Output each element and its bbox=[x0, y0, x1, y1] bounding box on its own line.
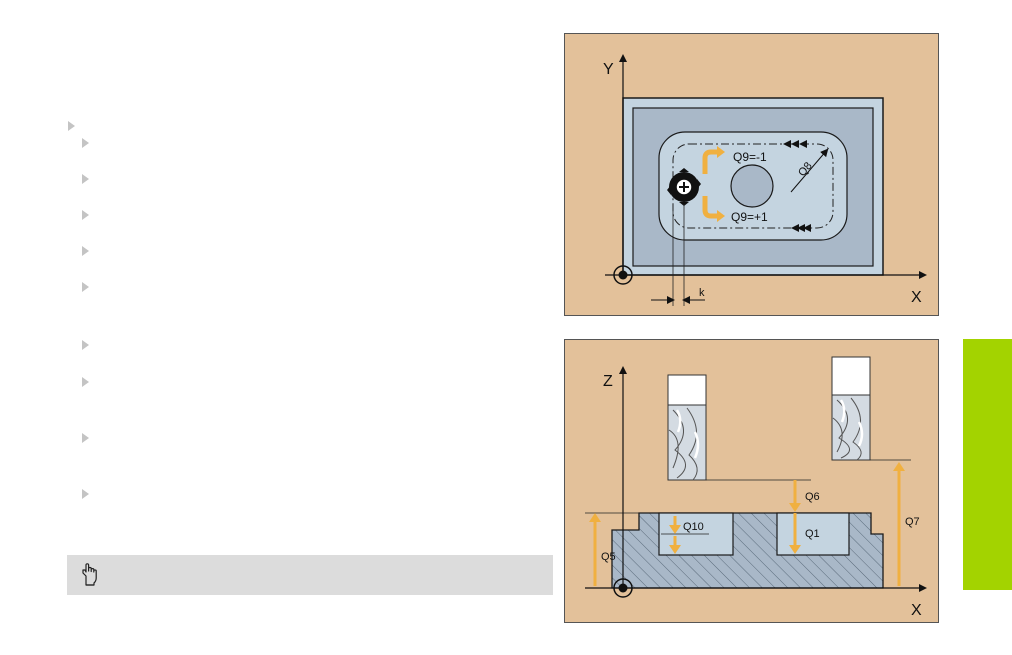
origin-symbol bbox=[613, 578, 633, 598]
pocket-right bbox=[776, 512, 850, 556]
axis-z-label: Z bbox=[603, 373, 613, 390]
k-label: k bbox=[699, 287, 705, 299]
axis-x-label: X bbox=[911, 289, 922, 306]
q5-label: Q5 bbox=[601, 551, 616, 563]
pointing-hand-icon bbox=[82, 563, 97, 586]
axis-y-label: Y bbox=[603, 61, 614, 78]
end-mill-right bbox=[831, 356, 871, 461]
toolpath-centerline bbox=[672, 143, 834, 229]
q6-label: Q6 bbox=[805, 491, 820, 503]
milling-cutter bbox=[667, 168, 701, 206]
bullet-marker bbox=[82, 433, 89, 443]
bullet-marker bbox=[82, 282, 89, 292]
q7-label: Q7 bbox=[905, 516, 920, 528]
bullet-marker bbox=[68, 121, 75, 131]
q10-label: Q10 bbox=[683, 521, 704, 533]
origin-symbol bbox=[613, 265, 633, 285]
figure-xy-view: Y X Q9=-1 Q9=+1 Q8 k bbox=[564, 33, 939, 316]
axis-x-label: X bbox=[911, 602, 922, 619]
island bbox=[730, 164, 774, 208]
bullet-marker bbox=[82, 340, 89, 350]
bullet-marker bbox=[82, 489, 89, 499]
end-mill-left bbox=[667, 374, 707, 481]
q9-neg-label: Q9=-1 bbox=[733, 150, 767, 164]
figure-z-section: Z X Q5 Q6 Q1 Q10 Q7 bbox=[564, 339, 939, 623]
bullet-marker bbox=[82, 174, 89, 184]
bullet-marker bbox=[82, 246, 89, 256]
chapter-side-tab bbox=[963, 339, 1012, 590]
note-box bbox=[67, 555, 553, 595]
bullet-marker bbox=[82, 210, 89, 220]
bullet-marker bbox=[82, 138, 89, 148]
q1-label: Q1 bbox=[805, 528, 820, 540]
bullet-marker bbox=[82, 377, 89, 387]
q9-pos-label: Q9=+1 bbox=[731, 210, 768, 224]
